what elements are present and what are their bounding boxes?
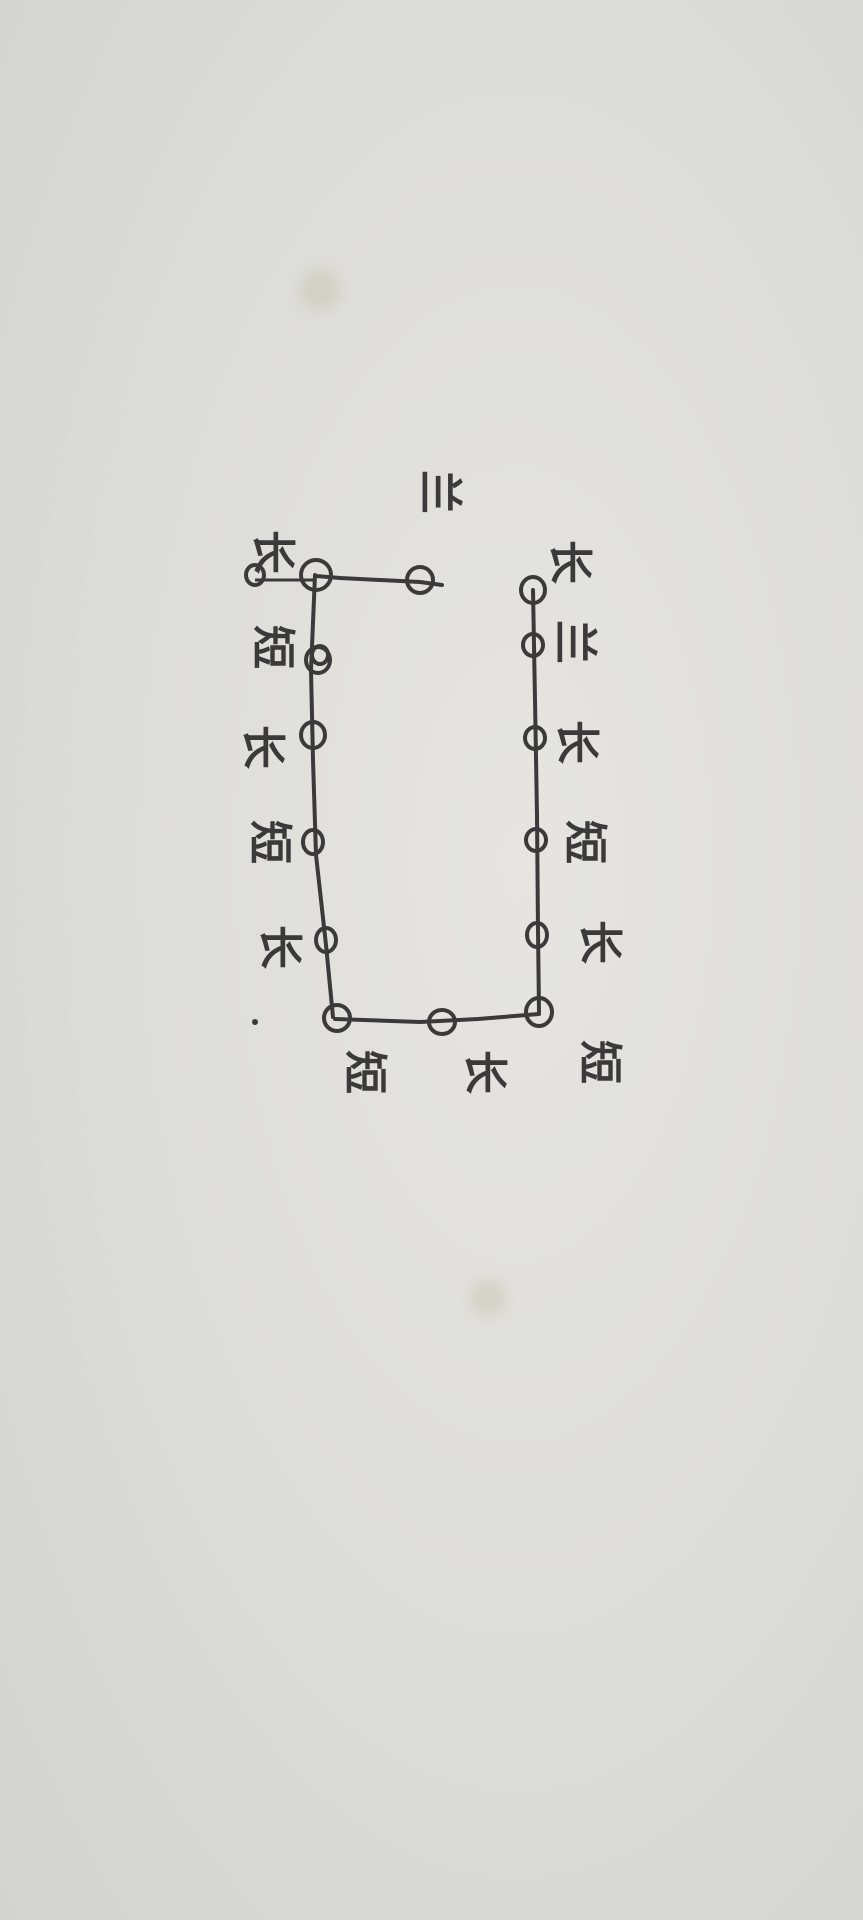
paper-smudge [300, 270, 340, 310]
tree-marker [521, 632, 545, 658]
top-edge [314, 574, 444, 587]
label-bottom-mid-short: 短 [244, 820, 295, 864]
ink-dot [252, 1019, 258, 1025]
tree-marker [523, 725, 547, 751]
handwritten-labels: 长 兰 长 短 长 短 长 短 长 短 长 短 长 兰 [237, 470, 625, 1094]
left-edge-trees [299, 558, 338, 954]
tree-marker [405, 565, 435, 595]
bottom-edge [333, 1012, 541, 1025]
label-bottom-left-short: 短 [247, 625, 298, 669]
label-bottom-left-long: 长 [247, 530, 298, 574]
top-edge-trees [244, 563, 435, 595]
label-top-mid-mark: 短 [559, 820, 610, 864]
right-edge [531, 588, 541, 1014]
label-top-left-mark: 兰 [549, 620, 600, 664]
label-left-side-mark: 兰 [414, 470, 465, 514]
bottom-edge-trees [322, 1003, 457, 1036]
tree-marker [322, 1003, 352, 1033]
label-top-left-long: 长 [544, 540, 595, 584]
layout-rectangle [308, 573, 541, 1025]
right-edge-trees [519, 575, 554, 1028]
tree-marker [244, 563, 266, 587]
label-right-mid-long: 长 [459, 1050, 510, 1094]
tree-marker [524, 827, 548, 853]
label-right-corner-short: 短 [574, 1040, 625, 1084]
tree-marker [299, 720, 327, 750]
label-top-mid-long: 长 [551, 720, 602, 764]
label-bottom-right-long: 长 [254, 925, 305, 969]
tree-marker [301, 828, 325, 856]
tree-marker [310, 644, 330, 666]
tree-marker [314, 926, 338, 954]
tree-marker [524, 996, 554, 1028]
tree-marker [519, 575, 547, 605]
label-right-bottom-short: 短 [339, 1050, 390, 1094]
tree-marker [299, 558, 333, 592]
paper-smudge [470, 1280, 506, 1316]
label-top-right-long: 长 [574, 920, 625, 964]
tree-marker [427, 1008, 457, 1036]
label-bottom-mid-long: 长 [237, 725, 288, 769]
tree-marker [525, 921, 549, 949]
